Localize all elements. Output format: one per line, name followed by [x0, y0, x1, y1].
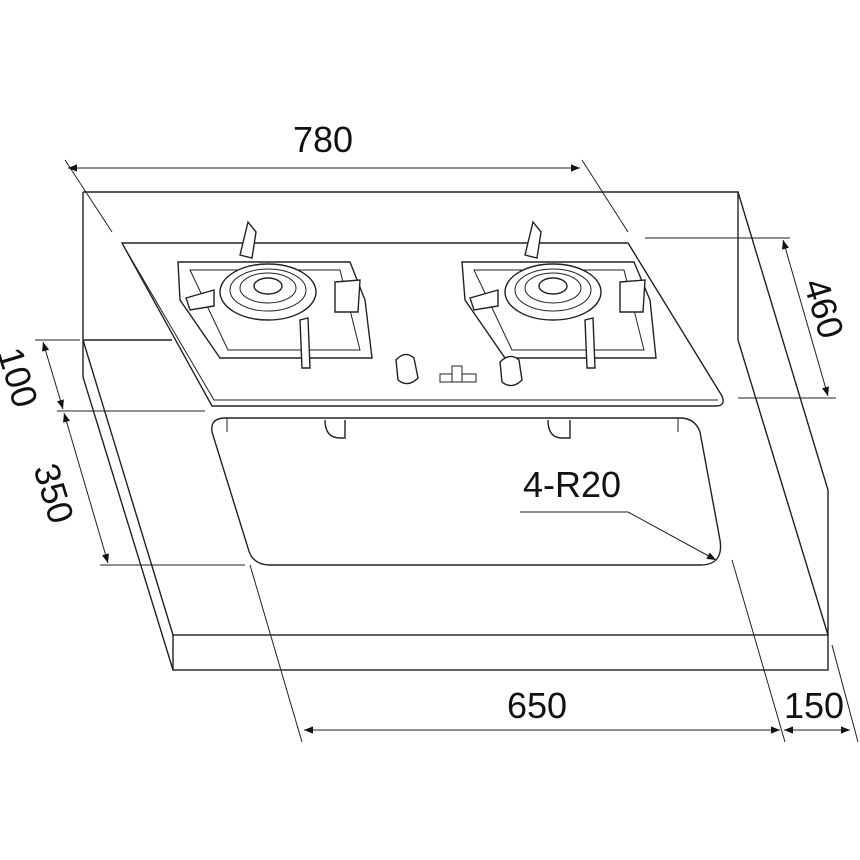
dimension-label-650: 650 — [507, 685, 567, 726]
control-knobs — [395, 353, 523, 387]
burner-right — [461, 220, 657, 369]
dimension-label-100: 100 — [0, 343, 46, 412]
dimension-label-150: 150 — [784, 685, 844, 726]
dimension-780: 780 — [64, 119, 629, 233]
hob-feet — [324, 419, 571, 439]
corner-radius-callout: 4-R20 — [520, 464, 717, 561]
corner-radius-label: 4-R20 — [523, 464, 621, 505]
dimension-label-460: 460 — [796, 274, 853, 343]
dimension-label-780: 780 — [293, 119, 353, 160]
dimension-label-350: 350 — [26, 459, 83, 528]
dimension-650-150: 650 150 — [249, 559, 859, 743]
cutout-opening — [211, 417, 722, 566]
burner-left — [177, 220, 373, 369]
brand-emblem — [439, 365, 477, 383]
